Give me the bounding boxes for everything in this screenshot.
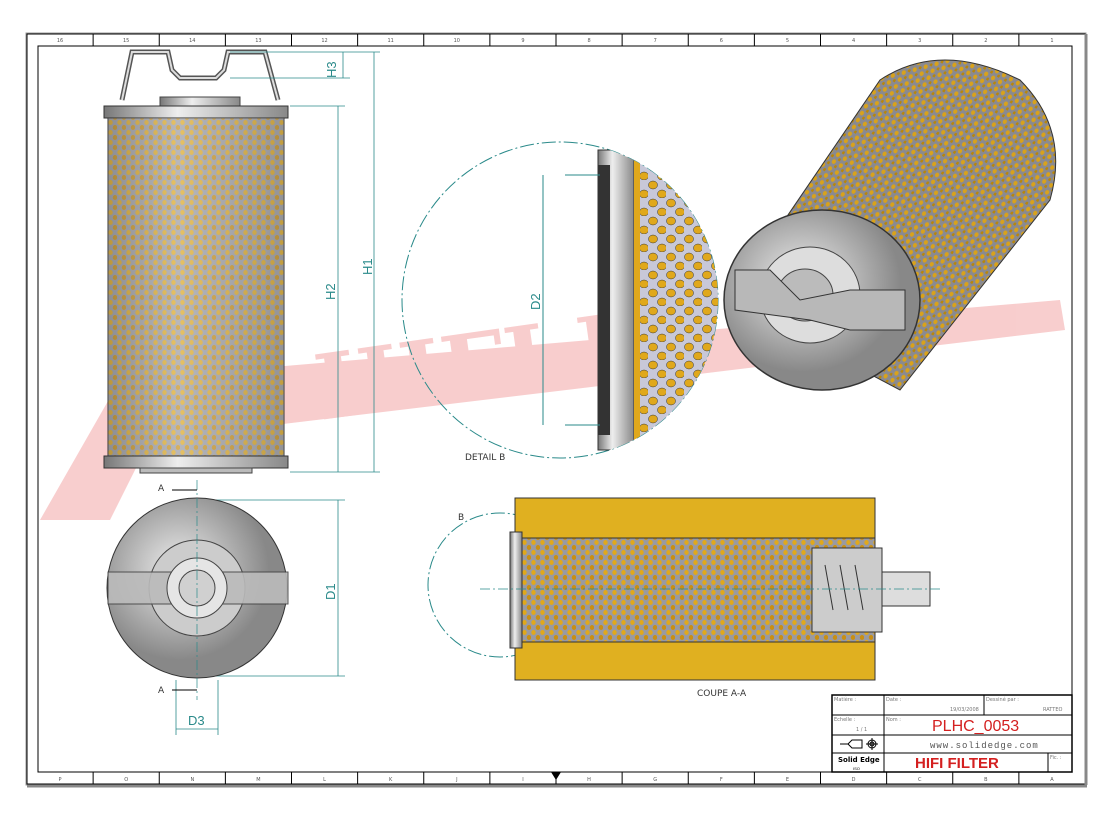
zone-label-bottom: G bbox=[653, 777, 657, 783]
zone-label-top: 9 bbox=[521, 38, 524, 44]
zone-label-bottom: B bbox=[984, 777, 988, 783]
zone-label-top: 1 bbox=[1050, 38, 1053, 44]
dimension-d2: D2 bbox=[528, 293, 543, 310]
dimension-d1: D1 bbox=[323, 583, 338, 600]
zone-label-bottom: H bbox=[587, 777, 591, 783]
software-name: Solid Edge bbox=[838, 756, 880, 764]
matiere-label: Matière : bbox=[834, 696, 856, 703]
cut-mark-top: A bbox=[158, 484, 165, 494]
zone-label-bottom: N bbox=[190, 777, 194, 783]
zone-label-bottom: P bbox=[59, 777, 62, 783]
zone-label-top: 4 bbox=[852, 38, 855, 44]
software-sub: ISO bbox=[853, 766, 860, 771]
zone-label-top: 6 bbox=[720, 38, 723, 44]
top-view bbox=[106, 480, 289, 700]
front-dimensions bbox=[175, 51, 380, 735]
zone-label-top: 14 bbox=[189, 38, 195, 44]
zone-label-bottom: O bbox=[124, 777, 128, 783]
zone-label-top: 2 bbox=[984, 38, 987, 44]
cut-mark-bottom: A bbox=[158, 686, 165, 696]
section-label: COUPE A-A bbox=[697, 689, 747, 699]
company-name: HIFI FILTER bbox=[915, 755, 999, 772]
scale-value: 1 / 1 bbox=[856, 727, 867, 733]
zone-label-top: 8 bbox=[587, 38, 590, 44]
zone-label-top: 15 bbox=[123, 38, 129, 44]
zone-label-bottom: J bbox=[455, 777, 457, 783]
zone-label-top: 11 bbox=[388, 38, 394, 44]
center-mark-icon bbox=[551, 772, 561, 780]
dimension-d3: D3 bbox=[188, 713, 205, 728]
zone-label-top: 16 bbox=[57, 38, 63, 44]
website-text: www.solidedge.com bbox=[930, 741, 1039, 751]
zone-label-top: 12 bbox=[321, 38, 327, 44]
zone-label-top: 5 bbox=[786, 38, 789, 44]
zone-label-bottom: I bbox=[522, 777, 523, 783]
file-label: Fic. : bbox=[1050, 755, 1062, 761]
isometric-view bbox=[723, 59, 1057, 391]
zone-label-top: 13 bbox=[255, 38, 261, 44]
zone-label-top: 10 bbox=[454, 38, 460, 44]
section-view bbox=[427, 497, 940, 681]
zone-label-bottom: E bbox=[786, 777, 789, 783]
front-view bbox=[103, 49, 289, 474]
zone-label-bottom: L bbox=[323, 777, 326, 783]
zone-label-bottom: A bbox=[1050, 777, 1054, 783]
title-block bbox=[831, 694, 1073, 773]
zone-label-bottom: F bbox=[720, 777, 723, 783]
name-label: Nom : bbox=[886, 717, 901, 723]
part-number: PLHC_0053 bbox=[932, 718, 1019, 735]
detail-b-label: DETAIL B bbox=[465, 453, 505, 463]
zone-label-bottom: M bbox=[256, 777, 260, 783]
dimension-h3: H3 bbox=[324, 61, 339, 78]
author-value: RATTEO bbox=[1043, 707, 1062, 713]
zone-label-bottom: K bbox=[389, 777, 393, 783]
date-label: Date : bbox=[886, 697, 902, 703]
dimension-h2: H2 bbox=[323, 283, 338, 300]
date-value: 19/03/2008 bbox=[950, 707, 979, 713]
zone-label-top: 7 bbox=[654, 38, 657, 44]
scale-label: Echelle : bbox=[834, 717, 856, 723]
author-label: Dessiné par : bbox=[986, 696, 1019, 703]
detail-mark-b: B bbox=[458, 513, 464, 523]
zone-markers: 16 15 14 13 12 11 10 9 8 7 6 5 4 3 2 1P O N M L K J I H G F E D C B A bbox=[57, 34, 1054, 784]
zone-label-bottom: C bbox=[918, 777, 922, 783]
zone-label-bottom: D bbox=[852, 777, 856, 783]
dimension-h1: H1 bbox=[360, 258, 375, 275]
zone-label-top: 3 bbox=[918, 38, 921, 44]
